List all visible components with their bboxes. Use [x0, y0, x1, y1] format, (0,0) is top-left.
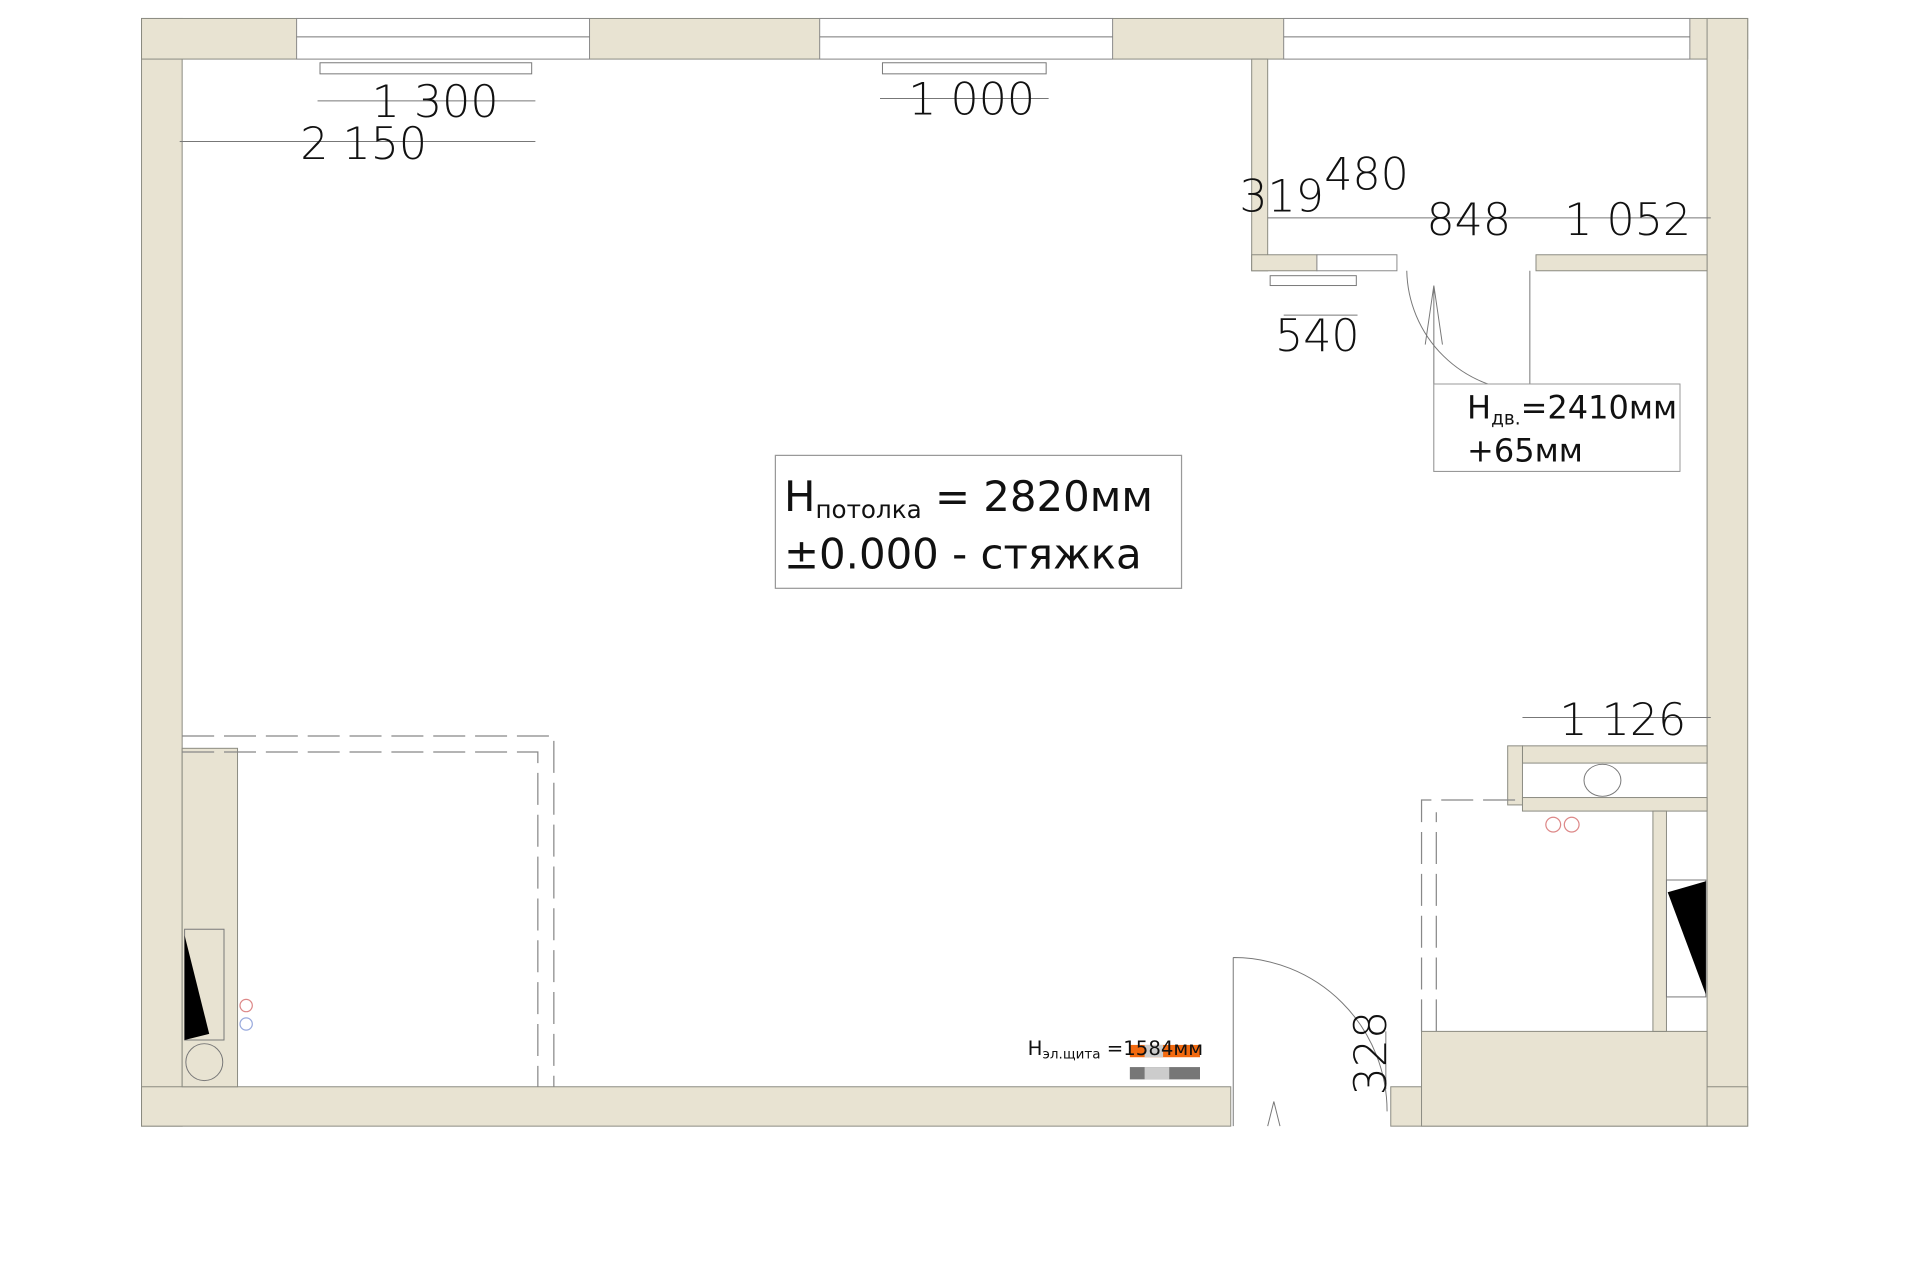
dim-319: 319 — [1239, 172, 1324, 223]
dim-540: 540 — [1275, 311, 1360, 362]
furniture-outlines — [182, 735, 1707, 1087]
dim-1052: 1 052 — [1564, 195, 1691, 246]
dimension-lines — [179, 97, 1711, 1090]
windows — [296, 17, 1691, 272]
dim-1126: 1 126 — [1559, 695, 1686, 746]
dim-1300: 1 300 — [372, 77, 499, 128]
door-offset-note: +65мм — [1467, 432, 1583, 470]
dim-2150: 2 150 — [300, 119, 427, 170]
dim-1000: 1 000 — [908, 74, 1035, 125]
radiators — [319, 62, 1357, 287]
panel-height-note: Hэл.щита =1584мм — [1028, 1037, 1203, 1063]
electric-panel — [1129, 1044, 1200, 1080]
ceiling-height-note: Hпотолка = 2820мм — [784, 472, 1153, 524]
screed-level-note: ±0.000 - стяжка — [784, 530, 1142, 579]
dim-848: 848 — [1426, 195, 1511, 246]
dim-328: 328 — [1346, 1011, 1397, 1096]
dim-480: 480 — [1324, 150, 1409, 201]
door-height-note: Hдв.=2410мм — [1467, 388, 1677, 429]
